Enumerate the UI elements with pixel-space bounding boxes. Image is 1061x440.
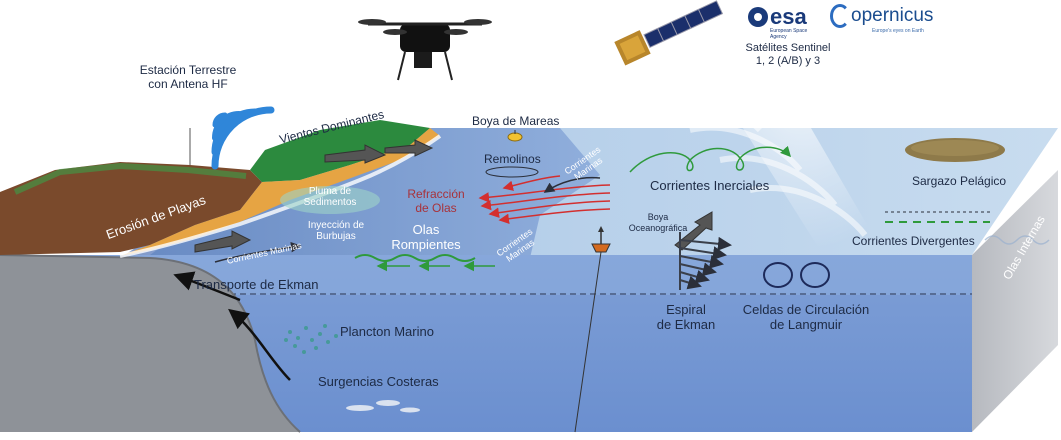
- inertial-currents-label: Corrientes Inerciales: [650, 178, 770, 193]
- esa-icon: [748, 7, 768, 27]
- pelagic-sargassum-label: Sargazo Pelágico: [912, 174, 1007, 188]
- bubble-injection-label: Inyección de Burbujas: [307, 220, 365, 242]
- internal-waves: [984, 235, 1050, 245]
- esa-wordmark: esa: [770, 4, 807, 29]
- drone-icon: [358, 19, 492, 81]
- coastal-upwelling-label: Surgencias Costeras: [318, 374, 439, 389]
- esa-tagline: European Space Agency: [770, 28, 808, 40]
- land-grass: [0, 120, 430, 192]
- copernicus-wordmark: opernicus: [851, 5, 934, 26]
- satellite-signal-arcs: [659, 94, 868, 237]
- ekman-spiral: [679, 232, 732, 290]
- inertial-current-loops: [629, 145, 792, 173]
- ocean-buoy-label: Boya Oceanográfica: [628, 212, 688, 233]
- ekman-spiral-label: Espiral de Ekman: [656, 302, 716, 332]
- tide-buoy-icon: [507, 130, 523, 142]
- esa-logo: esa European Space Agency: [748, 6, 824, 40]
- plankton-cluster: [284, 324, 338, 354]
- satellite-icon: [614, 0, 724, 66]
- tide-buoy-label: Boya de Mareas: [472, 114, 560, 128]
- ocean-buoy-icon: [591, 226, 611, 253]
- land-soil: [0, 162, 262, 255]
- breaking-waves: [354, 254, 476, 262]
- breaking-waves-label: Olas Rompientes: [391, 222, 461, 252]
- sediment-plume: [280, 186, 380, 214]
- eddies: [485, 166, 539, 178]
- langmuir-cells-label: Celdas de Circulación de Langmuir: [742, 302, 870, 332]
- ekman-transport-arrows: [173, 271, 291, 381]
- beach-sand: [120, 128, 440, 256]
- wave-refraction-label: Refracción de Olas: [407, 187, 465, 215]
- marine-plankton-label: Plancton Marino: [340, 324, 434, 339]
- sediment-plume-label: Pluma de Sedimentos: [303, 186, 357, 208]
- hf-signal-icon: [211, 106, 275, 170]
- buoy-mooring-line: [574, 251, 602, 433]
- divergent-currents-label: Corrientes Divergentes: [852, 234, 975, 248]
- ekman-transport-label: Transporte de Ekman: [194, 277, 319, 292]
- copernicus-c-icon: [830, 4, 850, 28]
- langmuir-cells: [763, 262, 830, 288]
- satellites-label: Satélites Sentinel 1, 2 (A/B) y 3: [745, 42, 831, 67]
- eddies-label: Remolinos: [484, 152, 541, 166]
- divergent-currents: [885, 211, 990, 223]
- marine-current-arrows: [214, 176, 601, 263]
- copernicus-tagline: Europe's eyes on Earth: [872, 28, 924, 34]
- sea-floor: [0, 255, 300, 432]
- fish-school: [346, 400, 420, 413]
- hf-station-label: Estación Terrestre con Antena HF: [139, 63, 237, 91]
- copernicus-logo: opernicus Europe's eyes on Earth: [830, 4, 940, 34]
